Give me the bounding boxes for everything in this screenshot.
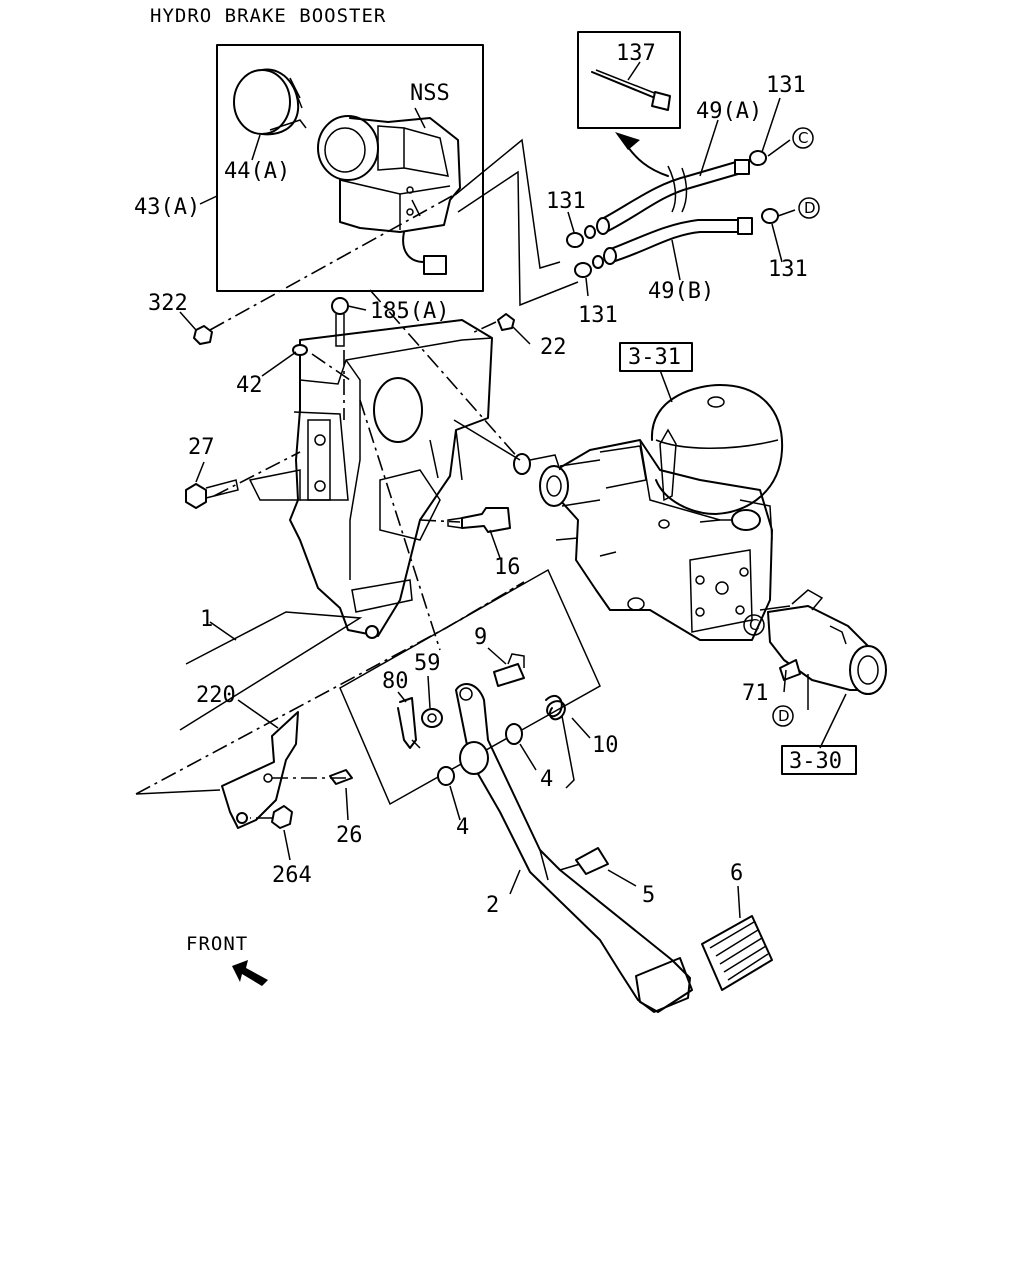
label-ref-3-31: 3-31 [628, 345, 681, 370]
diagram-title: HYDRO BRAKE BOOSTER [150, 5, 386, 27]
hose-49a [584, 159, 750, 239]
label-10: 10 [592, 733, 619, 758]
hose-49b [592, 217, 753, 269]
connector-markers [743, 127, 820, 727]
label-ref-3-30: 3-30 [789, 749, 842, 774]
label-71: 71 [742, 681, 769, 706]
label-27: 27 [188, 435, 215, 460]
label-26: 26 [336, 823, 363, 848]
reservoir-tank [317, 115, 461, 275]
label-front: FRONT [186, 933, 248, 955]
label-131-top: 131 [766, 73, 806, 98]
hydro-brake-booster-unit [513, 384, 784, 641]
reservoir-cap [233, 68, 307, 136]
reservoir-inset [216, 44, 484, 292]
label-43a: 43(A) [134, 195, 200, 220]
fasteners [185, 297, 515, 533]
connector-c-top: C [798, 129, 808, 147]
label-49b: 49(B) [648, 279, 714, 304]
connector-c-bottom: C [749, 616, 759, 634]
clip-137-inset [577, 31, 681, 129]
ref-box-3-31 [619, 342, 693, 372]
pedal-pad-6 [701, 915, 773, 991]
label-131-right: 131 [768, 257, 808, 282]
label-322: 322 [148, 291, 188, 316]
connector-d-top: D [804, 199, 816, 217]
label-80: 80 [382, 669, 409, 694]
label-264: 264 [272, 863, 312, 888]
label-59: 59 [414, 651, 441, 676]
label-1: 1 [200, 607, 213, 632]
label-131-bottom: 131 [578, 303, 618, 328]
label-137: 137 [616, 41, 656, 66]
connector-d-bottom: D [778, 707, 790, 725]
label-2: 2 [486, 893, 499, 918]
label-nss: NSS [410, 81, 450, 106]
pedal-bracket [248, 319, 493, 639]
label-185a: 185(A) [370, 299, 449, 324]
master-cylinder-3-30 [759, 589, 887, 695]
label-22: 22 [540, 335, 567, 360]
label-220: 220 [196, 683, 236, 708]
hose-clamps-131 [566, 150, 779, 278]
label-16: 16 [494, 555, 521, 580]
ref-box-3-30 [781, 745, 857, 775]
label-4-upper: 4 [540, 767, 553, 792]
label-5: 5 [642, 883, 655, 908]
label-4-lower: 4 [456, 815, 469, 840]
label-49a: 49(A) [696, 99, 762, 124]
front-arrow-icon [232, 960, 268, 986]
label-42: 42 [236, 373, 263, 398]
label-9: 9 [474, 625, 487, 650]
label-44a: 44(A) [224, 159, 290, 184]
brake-pedal-arm [455, 683, 693, 1013]
label-131-left: 131 [546, 189, 586, 214]
label-6: 6 [730, 861, 743, 886]
bracket-220 [221, 711, 299, 829]
